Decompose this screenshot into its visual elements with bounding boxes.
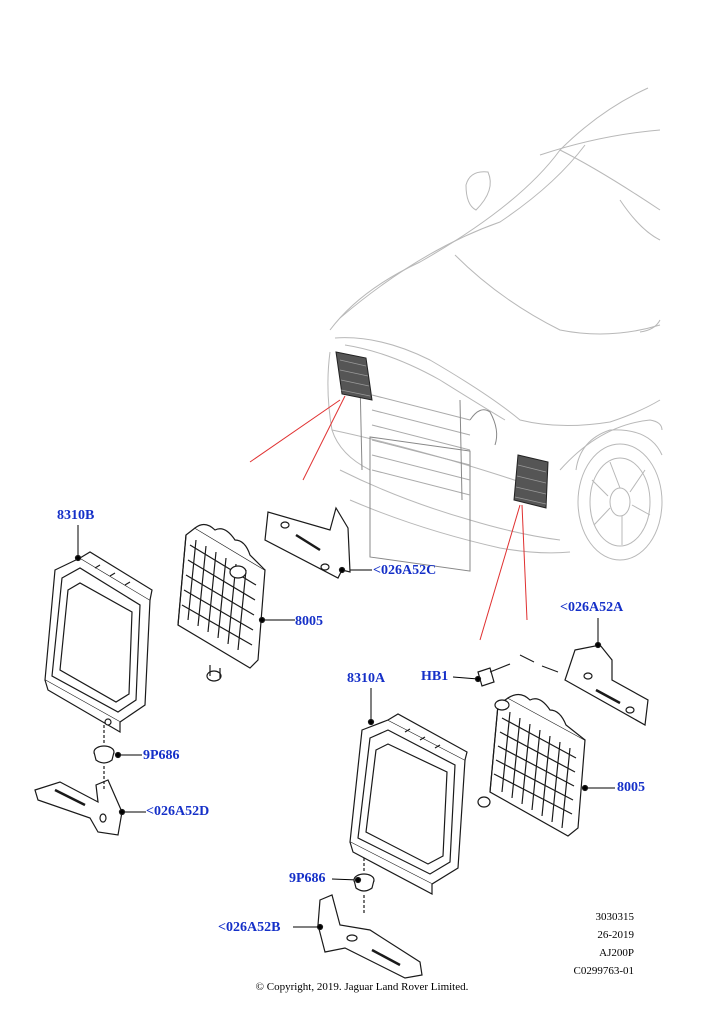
- callout-9p686-left: 9P686: [143, 748, 180, 763]
- part-026a52a-bracket: [564, 641, 649, 726]
- reference-line-1: 3030315: [595, 911, 635, 923]
- part-8005-cooler-upper: [177, 523, 266, 682]
- part-026a52c-bracket: [264, 506, 351, 579]
- part-8310b-shroud: [44, 551, 153, 734]
- reference-line-4: C0299763-01: [573, 965, 635, 977]
- callout-026a52c: <026A52C: [373, 563, 437, 578]
- red-leader-lines: [249, 395, 528, 641]
- callout-026a52a: <026A52A: [560, 600, 624, 615]
- vehicle-cooler-left: [335, 351, 373, 401]
- callout-026a52b: <026A52B: [218, 920, 281, 935]
- part-026a52b-bracket: [316, 894, 423, 979]
- callout-9p686-bottom: 9P686: [289, 871, 326, 886]
- reference-line-2: 26-2019: [597, 929, 634, 941]
- vehicle-outline: [327, 87, 663, 572]
- callout-8005-lower: 8005: [617, 780, 645, 795]
- part-8005-cooler-lower: [477, 693, 589, 837]
- part-9p686-mount-bottom: [353, 858, 375, 892]
- part-hb1-bolt: [474, 654, 559, 687]
- reference-line-3: AJ200P: [599, 947, 634, 959]
- part-8310a-shroud: [349, 713, 468, 895]
- part-026a52d-bracket: [34, 766, 126, 836]
- callout-8005-upper: 8005: [295, 614, 323, 629]
- copyright-notice: © Copyright, 2019. Jaguar Land Rover Lim…: [255, 981, 469, 993]
- callout-hb1: HB1: [421, 669, 449, 684]
- callout-026a52d: <026A52D: [146, 804, 210, 819]
- callout-8310b: 8310B: [57, 508, 95, 523]
- callout-8310a: 8310A: [347, 671, 386, 686]
- part-9p686-mount-left: [93, 725, 122, 764]
- vehicle-cooler-right: [513, 454, 549, 509]
